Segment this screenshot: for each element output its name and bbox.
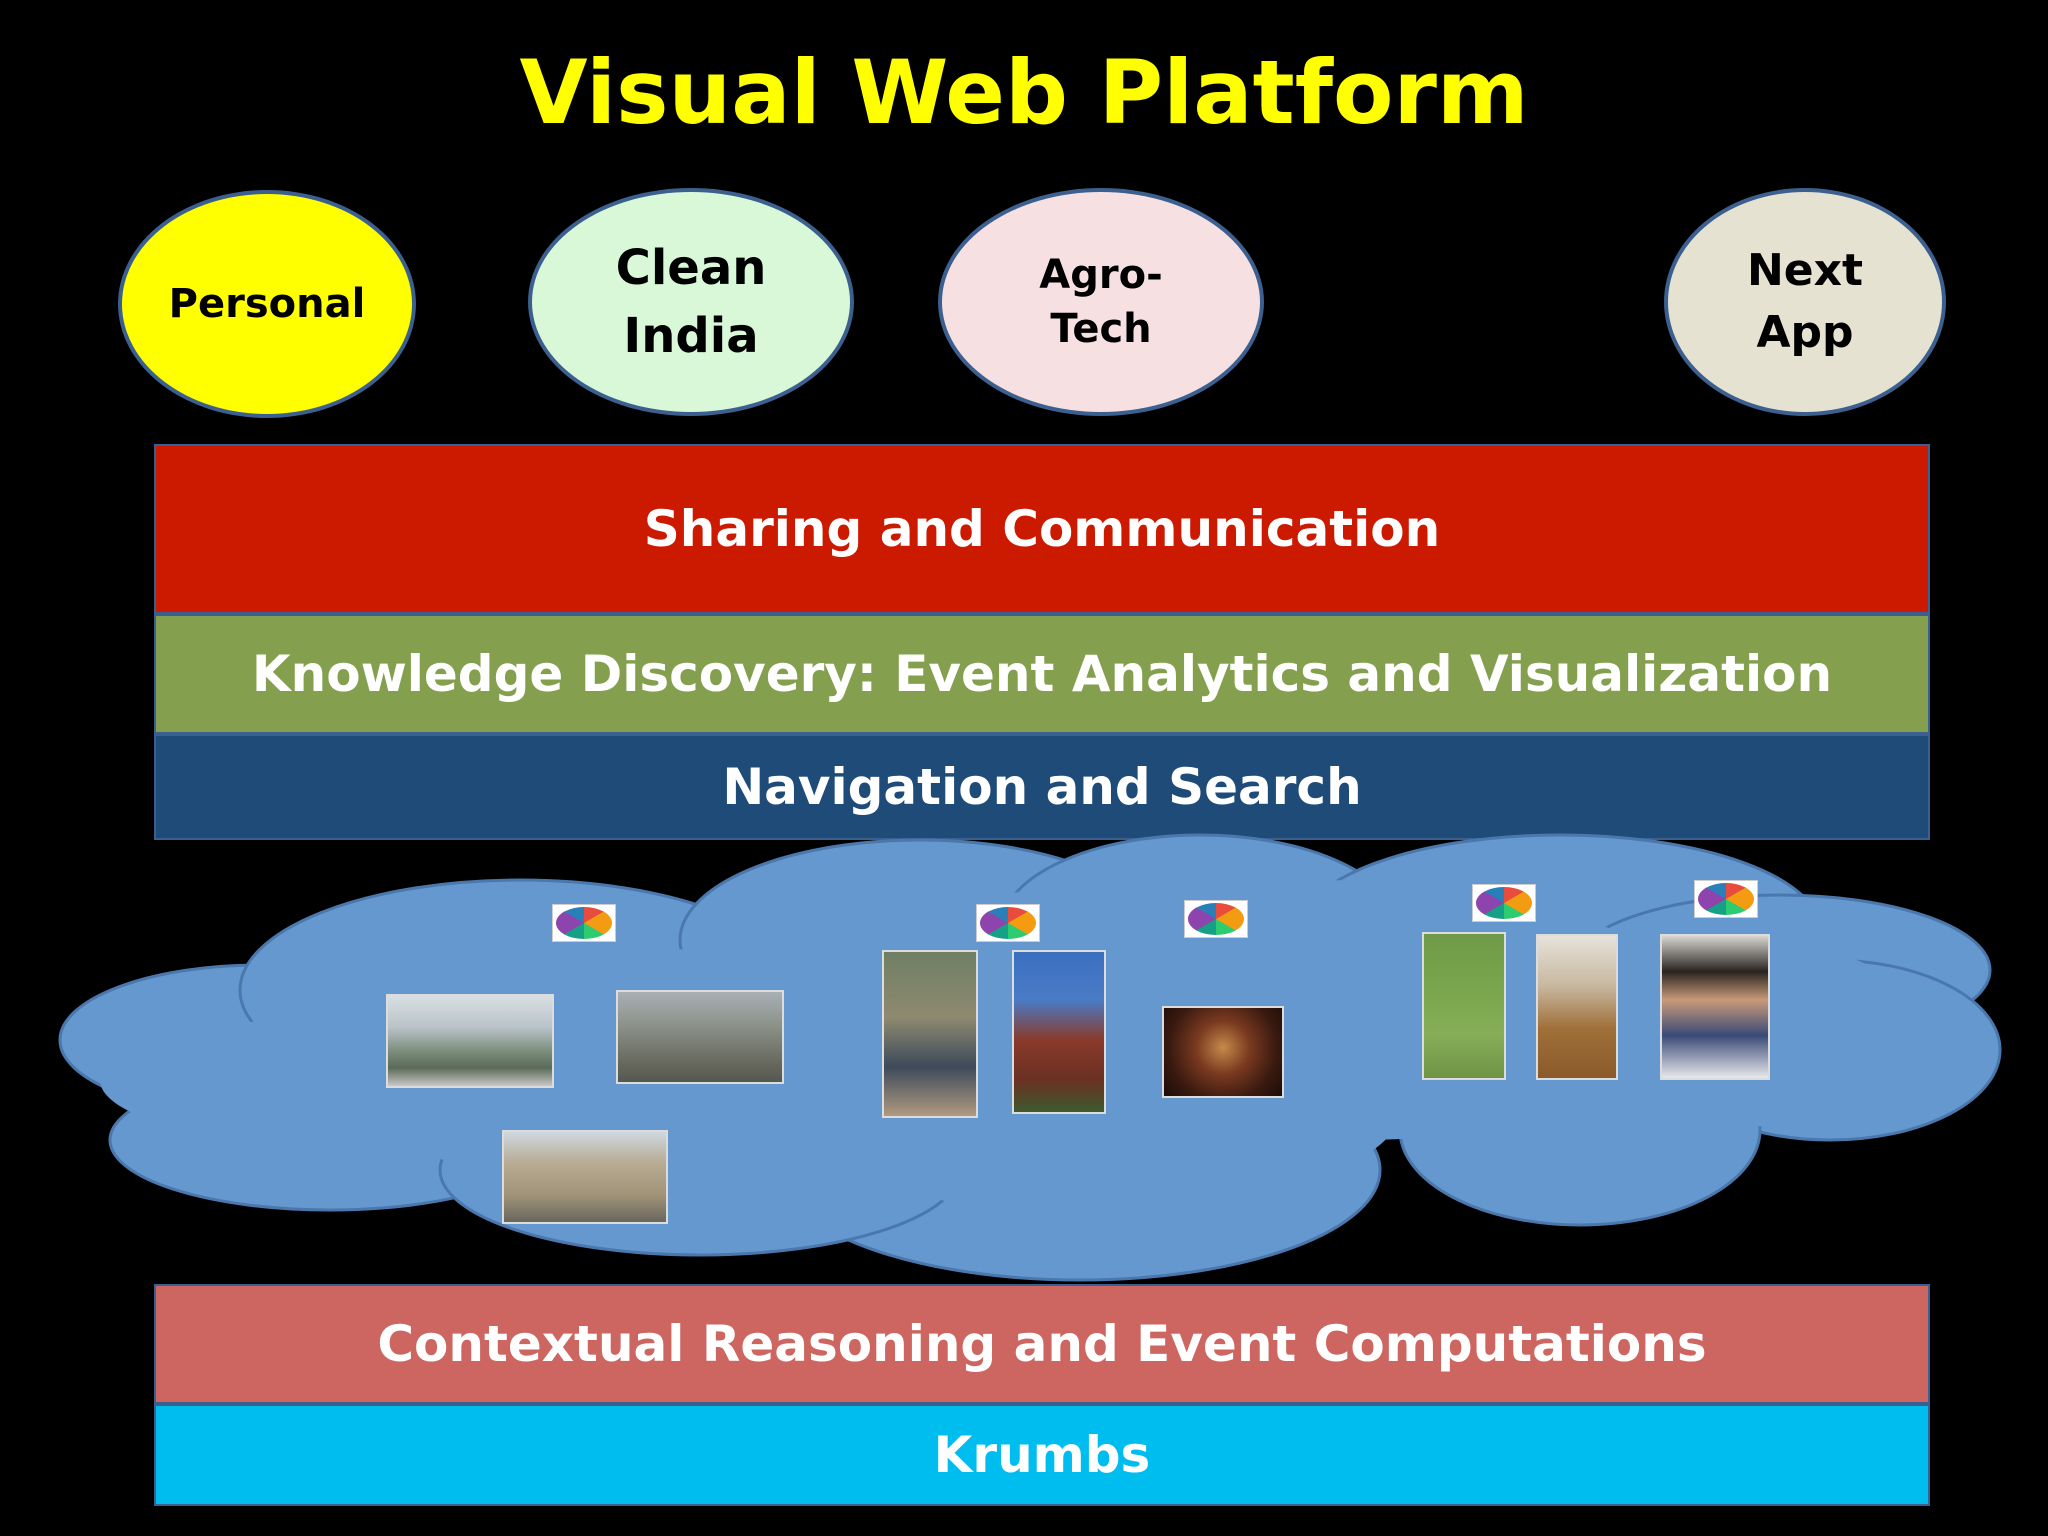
event-pie-icon[interactable] (1472, 884, 1536, 922)
dinner-table-photo[interactable] (1162, 1006, 1284, 1098)
red-tower-photo[interactable] (1012, 950, 1106, 1114)
layer-contextual-label: Contextual Reasoning and Event Computati… (377, 1315, 1707, 1373)
app-next-app-label: Next App (1746, 245, 1864, 358)
layer-knowledge-discovery: Knowledge Discovery: Event Analytics and… (154, 614, 1930, 734)
layer-sharing-label: Sharing and Communication (643, 500, 1441, 558)
house-interior-photo[interactable] (1536, 934, 1618, 1080)
dog-on-grass-photo[interactable] (1422, 932, 1506, 1080)
app-agro-tech[interactable]: Agro- Tech (938, 188, 1264, 416)
layer-contextual-reasoning: Contextual Reasoning and Event Computati… (154, 1284, 1930, 1404)
fountain-photo[interactable] (386, 994, 554, 1088)
app-personal-label: Personal (168, 281, 366, 327)
app-personal[interactable]: Personal (118, 190, 416, 418)
app-clean-india[interactable]: Clean India (528, 188, 854, 416)
theatre-building-photo[interactable] (502, 1130, 668, 1224)
event-pie-icon[interactable] (1694, 880, 1758, 918)
event-pie-icon[interactable] (976, 904, 1040, 942)
group-portrait-photo[interactable] (882, 950, 978, 1118)
city-aerial-photo[interactable] (616, 990, 784, 1084)
app-agro-tech-label: Agro- Tech (1039, 252, 1163, 352)
layer-krumbs: Krumbs (154, 1404, 1930, 1506)
layer-sharing-communication: Sharing and Communication (154, 444, 1930, 614)
app-clean-india-label: Clean India (615, 240, 767, 364)
layer-krumbs-label: Krumbs (933, 1426, 1151, 1484)
event-pie-icon[interactable] (552, 904, 616, 942)
layer-navigation-search: Navigation and Search (154, 734, 1930, 840)
event-pie-icon[interactable] (1184, 900, 1248, 938)
layer-navigation-label: Navigation and Search (722, 758, 1362, 816)
page-title: Visual Web Platform (519, 41, 1529, 144)
app-next-app[interactable]: Next App (1664, 188, 1946, 416)
smiling-person-photo[interactable] (1660, 934, 1770, 1080)
layer-knowledge-label: Knowledge Discovery: Event Analytics and… (251, 645, 1833, 703)
